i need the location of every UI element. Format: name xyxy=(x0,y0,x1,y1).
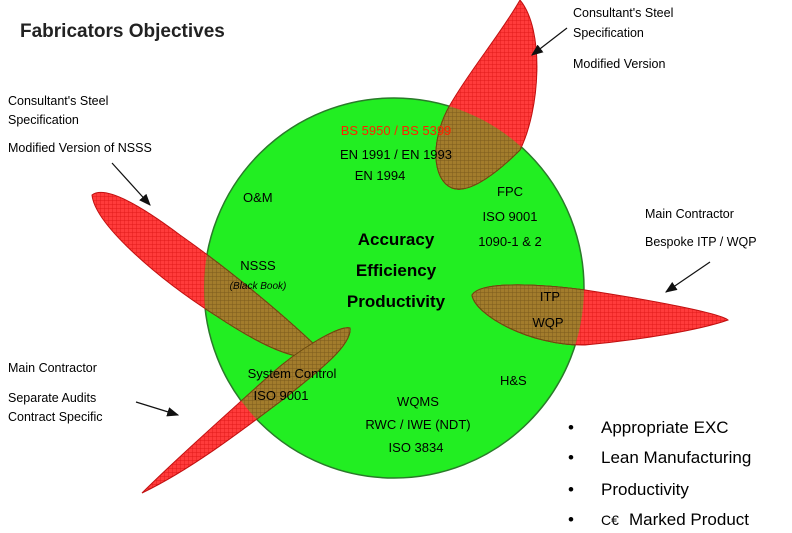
objective-productivity: Productivity xyxy=(347,292,446,311)
note-line: Separate Audits xyxy=(8,391,96,405)
wqms-line: WQMS xyxy=(397,394,439,409)
wqms-line: ISO 3834 xyxy=(389,440,444,455)
system-control-iso: ISO 9001 xyxy=(254,388,309,403)
arrow-top-right xyxy=(531,27,568,56)
note-line: Specification xyxy=(8,113,79,127)
nsss-block: NSSS (Black Book) xyxy=(230,258,287,292)
note-line: Main Contractor xyxy=(8,361,97,375)
wqp-label: WQP xyxy=(532,315,563,330)
note-line: Specification xyxy=(573,26,644,40)
bullet-item: Lean Manufacturing xyxy=(601,448,751,467)
fpc-block: FPC ISO 9001 1090-1 & 2 xyxy=(478,184,542,249)
standard-en-2: EN 1994 xyxy=(355,168,406,183)
note-top-left: Consultant's Steel Specification Modifie… xyxy=(8,94,152,155)
bullet-marker: • xyxy=(568,418,574,437)
bullet-marker: • xyxy=(568,448,574,467)
wqms-line: RWC / IWE (NDT) xyxy=(365,417,470,432)
objective-efficiency: Efficiency xyxy=(356,261,437,280)
wqms-block: WQMS RWC / IWE (NDT) ISO 3834 xyxy=(365,394,470,455)
arrows xyxy=(111,27,711,417)
nsss-label: NSSS xyxy=(240,258,276,273)
bullet-item: Appropriate EXC xyxy=(601,418,729,437)
system-control-block: System Control ISO 9001 xyxy=(248,366,337,403)
standards-block: BS 5950 / BS 5399 EN 1991 / EN 1993 EN 1… xyxy=(340,123,452,183)
note-bottom-left: Main Contractor Separate Audits Contract… xyxy=(8,361,102,424)
arrow-right xyxy=(665,261,711,293)
itp-label: ITP xyxy=(540,289,560,304)
standard-en-1: EN 1991 / EN 1993 xyxy=(340,147,452,162)
bullet-marker: • xyxy=(568,480,574,499)
page-title: Fabricators Objectives xyxy=(20,21,225,42)
fpc-line: FPC xyxy=(497,184,523,199)
system-control-label: System Control xyxy=(248,366,337,381)
note-line: Contract Specific xyxy=(8,410,102,424)
bullet-item: Marked Product xyxy=(629,510,749,529)
note-line: Modified Version xyxy=(573,57,665,71)
note-right: Main Contractor Bespoke ITP / WQP xyxy=(645,207,757,249)
standard-bs: BS 5950 / BS 5399 xyxy=(341,123,452,138)
fpc-line: ISO 9001 xyxy=(483,209,538,224)
itp-block: ITP WQP xyxy=(532,289,563,330)
note-top-right: Consultant's Steel Specification Modifie… xyxy=(573,6,673,71)
core-objectives: Accuracy Efficiency Productivity xyxy=(347,230,446,311)
bullet-list: • Appropriate EXC • Lean Manufacturing •… xyxy=(568,418,751,529)
objective-accuracy: Accuracy xyxy=(358,230,435,249)
note-line: Bespoke ITP / WQP xyxy=(645,235,757,249)
black-book-label: (Black Book) xyxy=(230,281,287,292)
note-line: Modified Version of NSSS xyxy=(8,141,152,155)
note-line: Consultant's Steel xyxy=(573,6,673,20)
arrow-top-left xyxy=(111,162,151,206)
om-label: O&M xyxy=(243,190,273,205)
note-line: Consultant's Steel xyxy=(8,94,108,108)
bullet-item: Productivity xyxy=(601,480,689,499)
fpc-line: 1090-1 & 2 xyxy=(478,234,542,249)
ce-mark-icon: C€ xyxy=(601,512,619,528)
hs-label: H&S xyxy=(500,373,527,388)
bullet-marker: • xyxy=(568,510,574,529)
arrow-bottom-left xyxy=(135,401,180,417)
note-line: Main Contractor xyxy=(645,207,734,221)
